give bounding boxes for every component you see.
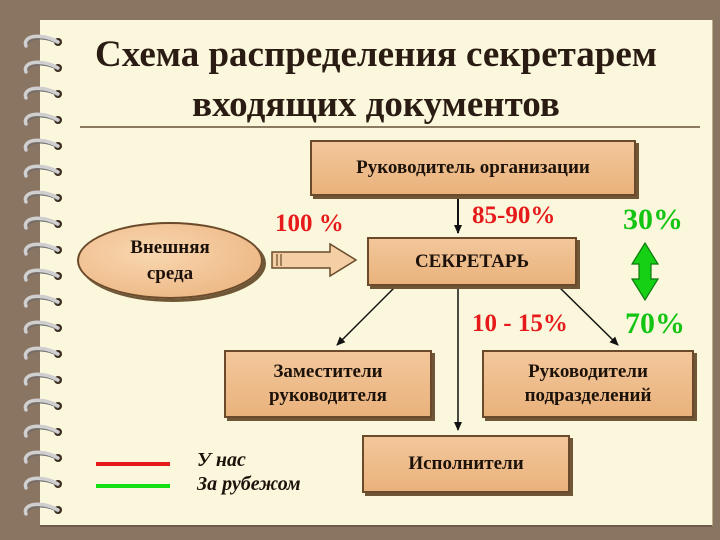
node-deputies-line1: Заместители: [273, 361, 383, 382]
arrow-to-deputies: [336, 283, 399, 346]
title-divider: [80, 126, 700, 128]
node-external-line2: среда: [146, 262, 194, 284]
label-incoming: 100 %: [275, 210, 344, 237]
label-to-others: 10 - 15%: [472, 310, 568, 337]
node-deputies: Заместители руководителя: [224, 350, 432, 418]
node-external: Внешняя среда: [77, 222, 263, 299]
title-line-1: Схема распределения секретарем: [95, 34, 657, 75]
node-secretary: СЕКРЕТАРЬ: [367, 237, 577, 286]
green-double-arrow: [630, 241, 660, 302]
node-deputies-line2: руководителя: [269, 385, 387, 406]
label-abroad-bottom: 70%: [625, 307, 685, 340]
title-line-2: входящих документов: [192, 84, 560, 125]
legend-label-ours: У нас: [197, 449, 246, 471]
node-executors-label: Исполнители: [408, 453, 524, 474]
arrow-to-dept-heads: [555, 283, 619, 346]
node-dept-heads: Руководители подразделений: [482, 350, 694, 418]
node-executors: Исполнители: [362, 435, 570, 493]
node-secretary-label: СЕКРЕТАРЬ: [414, 250, 530, 272]
node-dept-heads-line2: подразделений: [524, 385, 652, 406]
page-title: Схема распределения секретарем входящих …: [40, 30, 712, 130]
spiral-binding: [23, 34, 62, 517]
label-to-head: 85-90%: [472, 202, 556, 229]
node-external-line1: Внешняя: [130, 236, 210, 258]
legend-label-abroad: За рубежом: [197, 473, 301, 495]
label-abroad-top: 30%: [623, 203, 683, 236]
node-head: Руководитель организации: [310, 140, 636, 196]
node-head-label: Руководитель организации: [356, 157, 590, 178]
node-dept-heads-line1: Руководители: [528, 361, 648, 382]
incoming-block-arrow: [271, 242, 358, 278]
